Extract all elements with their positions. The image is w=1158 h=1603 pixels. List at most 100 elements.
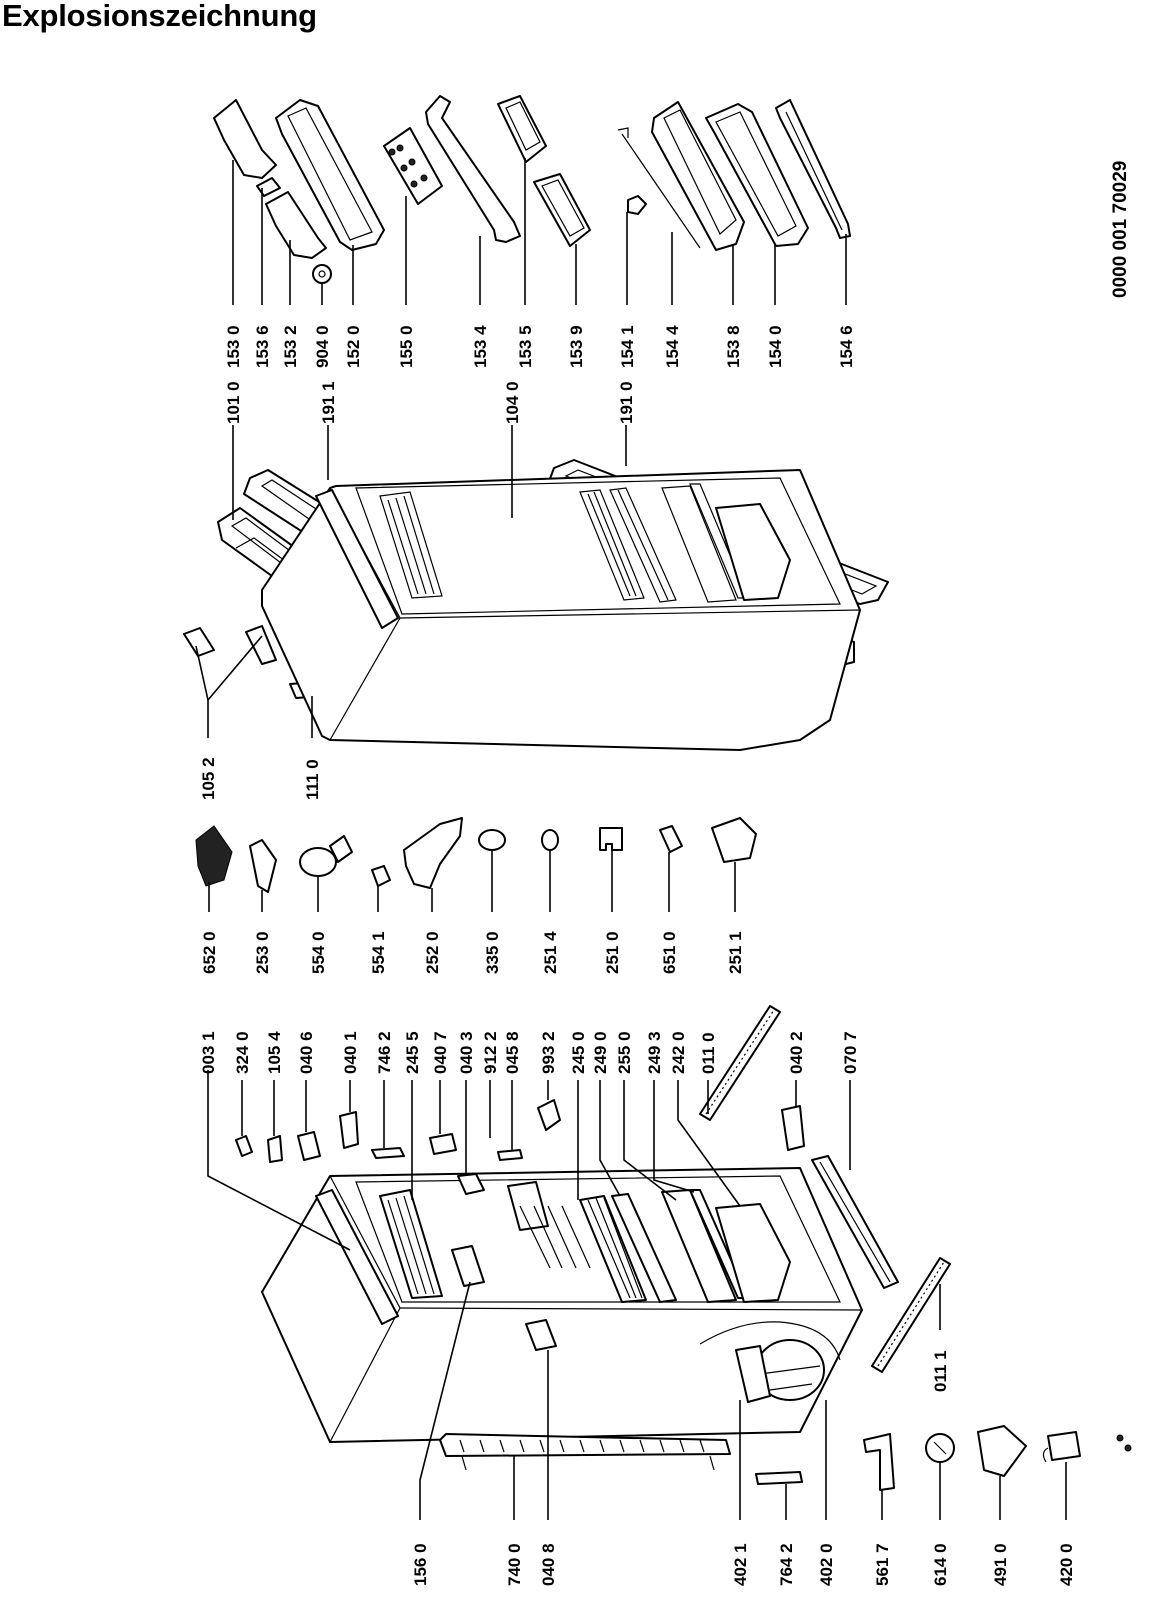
label-324-0: 324 0 <box>233 1031 252 1074</box>
label-764-2: 764 2 <box>777 1543 796 1586</box>
part-glass-255-0 <box>661 485 737 603</box>
part-small-clip <box>256 177 281 197</box>
label-251-1: 251 1 <box>726 931 745 974</box>
part-thermostat-box <box>507 1181 549 1231</box>
label-746-2: 746 2 <box>375 1031 394 1074</box>
part-554-1 <box>371 865 391 887</box>
part-251-4 <box>541 829 559 851</box>
label-154-6: 154 6 <box>837 325 856 368</box>
label-154-0: 154 0 <box>766 325 785 368</box>
label-242-0: 242 0 <box>669 1031 688 1074</box>
part-glass-shelf-245-0 <box>579 1195 647 1303</box>
label-154-4: 154 4 <box>663 325 682 368</box>
label-040-3: 040 3 <box>457 1031 476 1074</box>
part-shelf-245-5 <box>379 491 443 599</box>
part-491-0 <box>977 1425 1027 1477</box>
part-egg-tray <box>383 127 443 205</box>
label-249-3: 249 3 <box>645 1031 664 1074</box>
leader-lines <box>195 158 1067 1520</box>
cabinet-main-group <box>261 1005 1132 1491</box>
part-knob-904 <box>312 264 332 284</box>
part-040-1 <box>339 1111 359 1149</box>
label-105-4: 105 4 <box>265 1031 284 1074</box>
label-554-0: 554 0 <box>309 931 328 974</box>
thermostat-parts-group <box>195 817 757 893</box>
part-crisper-box-242-0 <box>715 1203 791 1303</box>
part-bottle-holder-top <box>213 99 277 179</box>
part-253-0 <box>249 839 277 893</box>
part-040-6 <box>297 1131 321 1161</box>
label-251-4: 251 4 <box>541 931 560 974</box>
part-561-7 <box>863 1433 895 1491</box>
label-252-0: 252 0 <box>423 931 442 974</box>
part-knob-554-0 <box>299 847 337 877</box>
label-070-7: 070 7 <box>841 1031 860 1074</box>
part-324-0 <box>235 1135 253 1157</box>
document-number: 0000 001 70029 <box>1110 161 1131 298</box>
label-156-0: 156 0 <box>411 1543 430 1586</box>
label-740-0: 740 0 <box>505 1543 524 1586</box>
label-191-1: 191 1 <box>319 381 338 424</box>
label-153-8: 153 8 <box>724 325 743 368</box>
label-003-1: 003 1 <box>199 1031 218 1074</box>
label-651-0: 651 0 <box>660 931 679 974</box>
label-153-6: 153 6 <box>253 325 272 368</box>
part-335-0 <box>478 829 506 851</box>
part-labels: 153 0 153 6 153 2 904 0 152 0 155 0 153 … <box>199 161 1131 1586</box>
label-045-8: 045 8 <box>503 1031 522 1074</box>
part-door-shelf-154-4 <box>651 101 745 251</box>
label-153-0: 153 0 <box>224 325 243 368</box>
part-hinge-105-2-a <box>183 627 215 657</box>
label-561-7: 561 7 <box>873 1543 892 1586</box>
label-993-2: 993 2 <box>539 1031 558 1074</box>
label-554-1: 554 1 <box>369 931 388 974</box>
label-335-0: 335 0 <box>483 931 502 974</box>
label-101-0: 101 0 <box>224 381 243 424</box>
part-condenser-740-0 <box>439 1433 731 1457</box>
part-hinge-105-2-b <box>245 625 277 665</box>
label-255-0: 255 0 <box>615 1031 634 1074</box>
part-relay-402-1 <box>735 1345 771 1403</box>
part-bracket-040-8 <box>525 1319 557 1351</box>
label-251-0: 251 0 <box>603 931 622 974</box>
part-bottle-holder-lower <box>265 191 327 259</box>
label-152-0: 152 0 <box>344 325 363 368</box>
part-251-0 <box>599 827 623 851</box>
label-040-7: 040 7 <box>431 1031 450 1074</box>
label-155-0: 155 0 <box>397 325 416 368</box>
label-011-0: 011 0 <box>699 1032 718 1074</box>
part-040-2 <box>781 1105 805 1151</box>
part-shelf-245-0 <box>579 489 645 601</box>
label-420-0: 420 0 <box>1057 1543 1076 1586</box>
part-shelf-249-0 <box>609 487 677 603</box>
label-249-0: 249 0 <box>591 1031 610 1074</box>
label-104-0: 104 0 <box>503 381 522 424</box>
part-door-shelf-153-8 <box>705 103 809 247</box>
label-191-0: 191 0 <box>617 381 636 424</box>
part-clip-154-1 <box>627 195 647 215</box>
label-245-5: 245 5 <box>403 1031 422 1074</box>
part-652-0 <box>195 825 233 887</box>
part-drier-764-2 <box>755 1471 803 1485</box>
label-904-0: 904 0 <box>313 325 332 368</box>
part-box-153-9 <box>533 173 591 247</box>
part-glass-shelf-249-0 <box>611 1193 677 1303</box>
part-door-shelf-152 <box>275 99 385 251</box>
part-freezer-003-1 <box>315 489 399 629</box>
part-105-4 <box>267 1135 283 1163</box>
label-652-0: 652 0 <box>200 931 219 974</box>
label-245-0: 245 0 <box>569 1031 588 1074</box>
part-glass-255-0-b <box>661 1189 737 1303</box>
label-153-5: 153 5 <box>516 325 535 368</box>
label-040-8: 040 8 <box>539 1543 558 1586</box>
label-402-0: 402 0 <box>817 1543 836 1586</box>
part-lampcover-251-1 <box>711 817 757 863</box>
label-153-4: 153 4 <box>471 325 490 368</box>
part-vent-156-0 <box>451 1245 485 1287</box>
part-capacitor-420-0 <box>1047 1431 1081 1461</box>
label-491-0: 491 0 <box>991 1543 1010 1586</box>
label-153-9: 153 9 <box>567 325 586 368</box>
label-614-0: 614 0 <box>931 1543 950 1586</box>
part-lamp-651-0 <box>659 825 683 853</box>
